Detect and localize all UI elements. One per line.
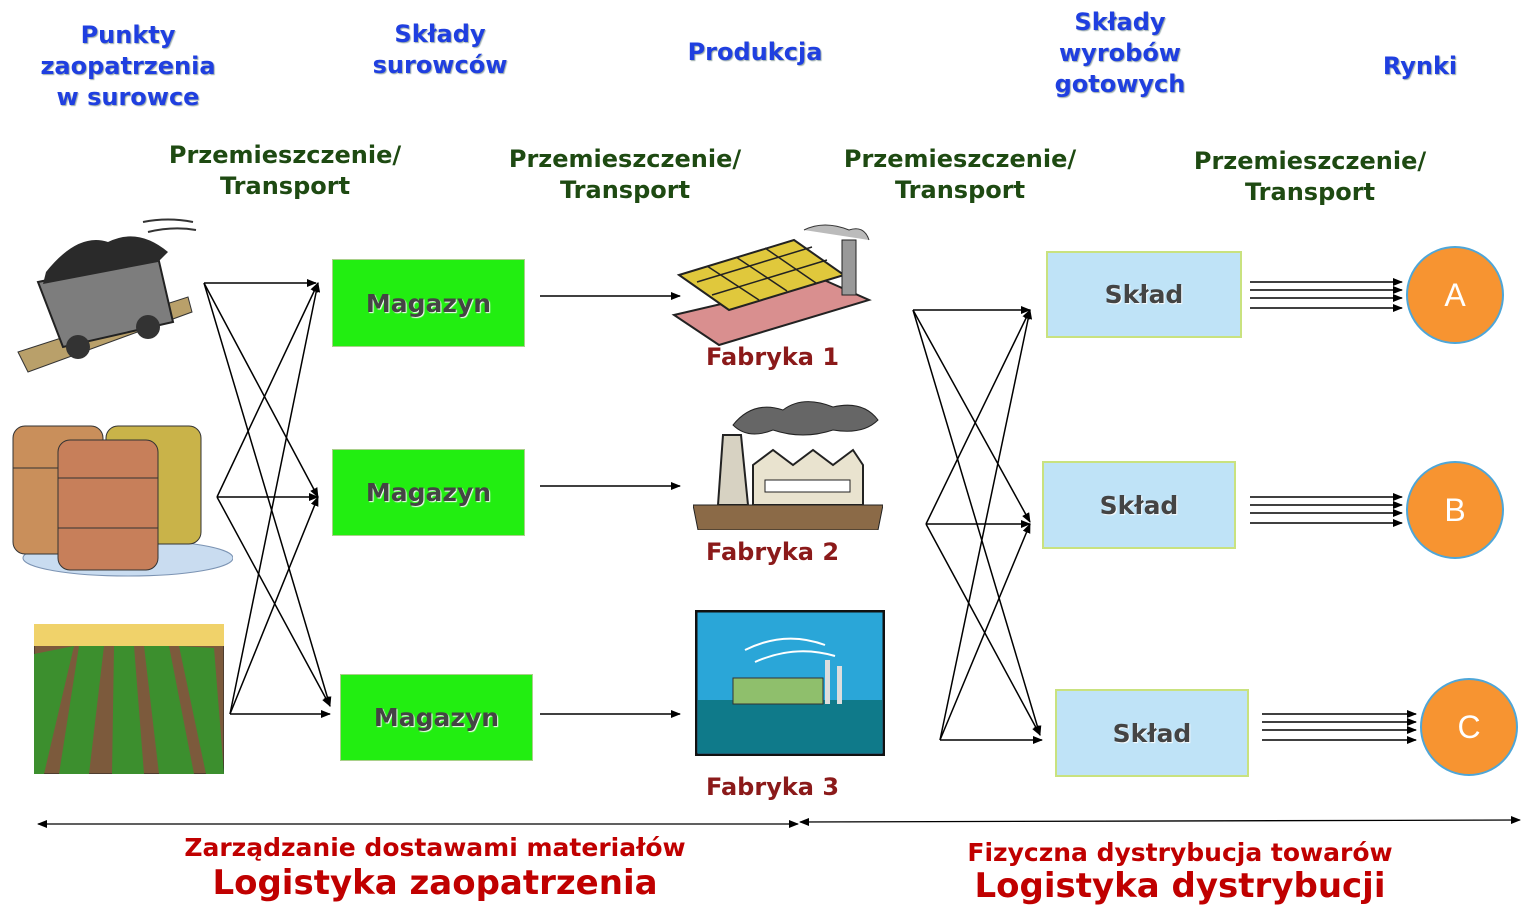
transport-label-2: Przemieszczenie/ Transport	[508, 145, 742, 204]
magazyn-box-1: Magazyn	[332, 259, 525, 347]
factory-solar-icon	[671, 224, 872, 347]
header-raw-warehouses: Składy surowców	[372, 20, 508, 79]
sklad-label: Skład	[1104, 280, 1184, 309]
header-production: Produkcja	[687, 38, 823, 66]
supply-management-label: Zarządzanie dostawami materiałów	[184, 833, 686, 862]
transport-label-4: Przemieszczenie/ Transport	[1193, 147, 1427, 206]
physical-distribution-label: Fizyczna dystrybucja towarów	[967, 838, 1393, 867]
supply-logistics-label: Logistyka zaopatrzenia	[212, 863, 658, 903]
sklad-box-3: Skład	[1055, 689, 1249, 777]
coal-cart-icon	[17, 218, 197, 373]
market-b: B	[1406, 461, 1504, 559]
sklad-label: Skład	[1112, 718, 1192, 748]
fabryka-label-1: Fabryka 1	[706, 343, 840, 371]
factory-smoke-icon	[693, 401, 883, 530]
fabryka-label-3: Fabryka 3	[706, 773, 840, 801]
header-supply-points: Punkty zaopatrzenia w surowce	[40, 21, 216, 111]
market-label: C	[1457, 708, 1481, 745]
market-label: A	[1444, 276, 1466, 313]
magazyn-label: Magazyn	[373, 703, 500, 732]
distribution-logistics-label: Logistyka dystrybucji	[974, 866, 1386, 906]
header-markets: Rynki	[1382, 52, 1458, 80]
magazyn-box-3: Magazyn	[340, 674, 533, 761]
fabryka-label-2: Fabryka 2	[706, 538, 840, 566]
transport-label-1: Przemieszczenie/ Transport	[168, 141, 402, 200]
market-a: A	[1406, 246, 1504, 344]
transport-label-3: Przemieszczenie/ Transport	[843, 145, 1077, 204]
market-c: C	[1420, 678, 1518, 776]
header-finished-warehouses: Składy wyrobów gotowych	[1054, 8, 1186, 98]
magazyn-label: Magazyn	[365, 288, 492, 318]
factory-lake-icon	[695, 610, 885, 756]
magazyn-box-2: Magazyn	[332, 449, 525, 536]
market-label: B	[1444, 491, 1466, 528]
magazyn-label: Magazyn	[365, 478, 492, 507]
crop-field-icon	[34, 624, 224, 774]
sklad-box-1: Skład	[1046, 251, 1242, 338]
sklad-label: Skład	[1099, 490, 1179, 520]
sklad-box-2: Skład	[1042, 461, 1236, 549]
oil-barrels-icon	[12, 425, 233, 577]
